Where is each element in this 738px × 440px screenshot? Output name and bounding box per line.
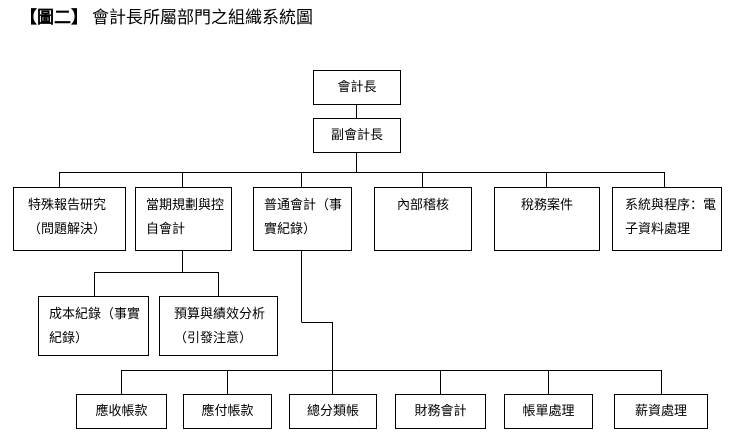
node-general-accounting: 普通會計（事實紀錄） bbox=[253, 187, 352, 251]
node-financial-accounting: 財務會計 bbox=[395, 394, 486, 429]
node-financial-accounting-label: 財務會計 bbox=[414, 403, 467, 419]
node-special-report: 特殊報告研究（問題解決） bbox=[13, 187, 126, 251]
node-special-report-label: 特殊報告研究（問題解決） bbox=[28, 198, 107, 237]
node-chief: 會計長 bbox=[313, 70, 401, 105]
node-deputy: 副會計長 bbox=[313, 118, 401, 153]
figure-title: 會計長所屬部門之組織系統圖 bbox=[92, 8, 313, 28]
node-budget-analysis: 預算與績效分析（引發注意） bbox=[159, 296, 278, 356]
node-payables-label: 應付帳款 bbox=[201, 403, 254, 419]
node-internal-audit: 內部稽核 bbox=[374, 187, 472, 251]
node-planning-control-label: 當期規劃與控自會計 bbox=[146, 198, 225, 237]
node-receivables-label: 應收帳款 bbox=[95, 403, 148, 419]
node-cost-records: 成本紀錄（事實紀錄） bbox=[38, 296, 149, 356]
node-payroll: 薪資處理 bbox=[614, 394, 708, 429]
node-payables: 應付帳款 bbox=[183, 394, 272, 429]
node-tax-label: 稅務案件 bbox=[521, 198, 574, 213]
node-cost-records-label: 成本紀錄（事實紀錄） bbox=[49, 307, 141, 346]
node-tax: 稅務案件 bbox=[494, 187, 600, 251]
node-general-ledger: 總分類帳 bbox=[289, 394, 377, 429]
node-planning-control: 當期規劃與控自會計 bbox=[135, 187, 232, 251]
node-general-accounting-label: 普通會計（事實紀錄） bbox=[264, 198, 343, 237]
node-systems: 系統與程序：電子資料處理 bbox=[612, 187, 722, 251]
node-payroll-label: 薪資處理 bbox=[634, 403, 687, 419]
page-title: 【圖二】會計長所屬部門之組織系統圖 bbox=[20, 6, 313, 30]
node-deputy-label: 副會計長 bbox=[330, 127, 383, 143]
node-budget-analysis-label: 預算與績效分析（引發注意） bbox=[174, 307, 266, 346]
node-internal-audit-label: 內部稽核 bbox=[397, 198, 450, 213]
node-systems-label: 系統與程序：電子資料處理 bbox=[625, 198, 717, 237]
node-chief-label: 會計長 bbox=[337, 79, 377, 95]
node-general-ledger-label: 總分類帳 bbox=[306, 403, 359, 419]
node-billing: 帳單處理 bbox=[504, 394, 593, 429]
node-billing-label: 帳單處理 bbox=[522, 403, 575, 419]
node-receivables: 應收帳款 bbox=[76, 394, 167, 429]
figure-tag: 【圖二】 bbox=[20, 8, 88, 28]
